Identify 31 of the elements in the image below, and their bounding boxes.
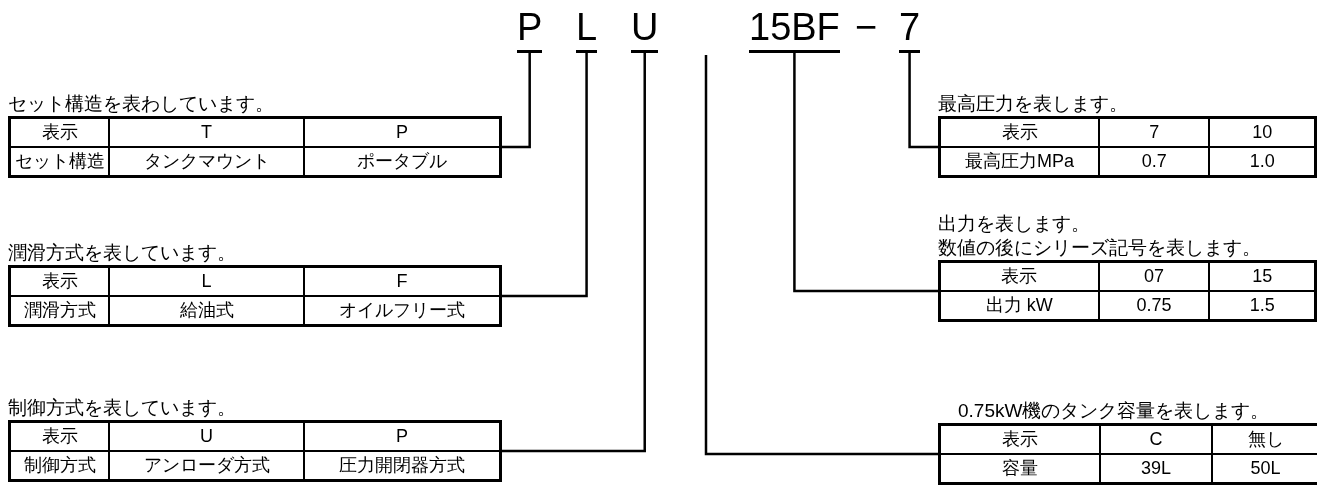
code-letter: L — [576, 4, 598, 53]
table-heading: 出力を表します。 — [938, 212, 1091, 236]
table-heading: 潤滑方式を表しています。 — [8, 241, 237, 265]
leader-line — [502, 53, 531, 149]
table-heading: 0.75kW機のタンク容量を表します。 — [957, 399, 1271, 423]
leader-line — [502, 53, 588, 298]
table-cell: 表示 — [939, 261, 1099, 291]
leader-line — [704, 55, 938, 456]
code-letter: 15BF — [749, 4, 840, 53]
code-letter: 7 — [899, 4, 921, 53]
table-heading: 制御方式を表しています。 — [8, 396, 237, 420]
table-cell: 表示 — [9, 266, 109, 296]
separator-dash: − — [855, 5, 878, 50]
table-heading: 数値の後にシリーズ記号を表します。 — [938, 236, 1262, 260]
leader-line — [502, 53, 646, 453]
table-cell: 7 — [1099, 117, 1210, 147]
code-letter: P — [517, 4, 543, 53]
table-heading: セット構造を表わしています。 — [8, 92, 275, 116]
table-cell: 表示 — [939, 117, 1100, 147]
table-cell: 表示 — [9, 421, 109, 451]
leader-line — [793, 53, 938, 293]
table-cell: L — [109, 266, 304, 296]
table-cell: 07 — [1098, 261, 1210, 291]
table-cell: C — [1100, 424, 1212, 454]
table-cell: 表示 — [9, 117, 109, 147]
table-cell: U — [109, 421, 304, 451]
table-heading: 最高圧力を表します。 — [938, 92, 1129, 116]
code-letter: U — [631, 4, 659, 53]
table-cell: T — [109, 117, 304, 147]
table-cell: 表示 — [939, 424, 1100, 454]
leader-line — [908, 53, 938, 149]
